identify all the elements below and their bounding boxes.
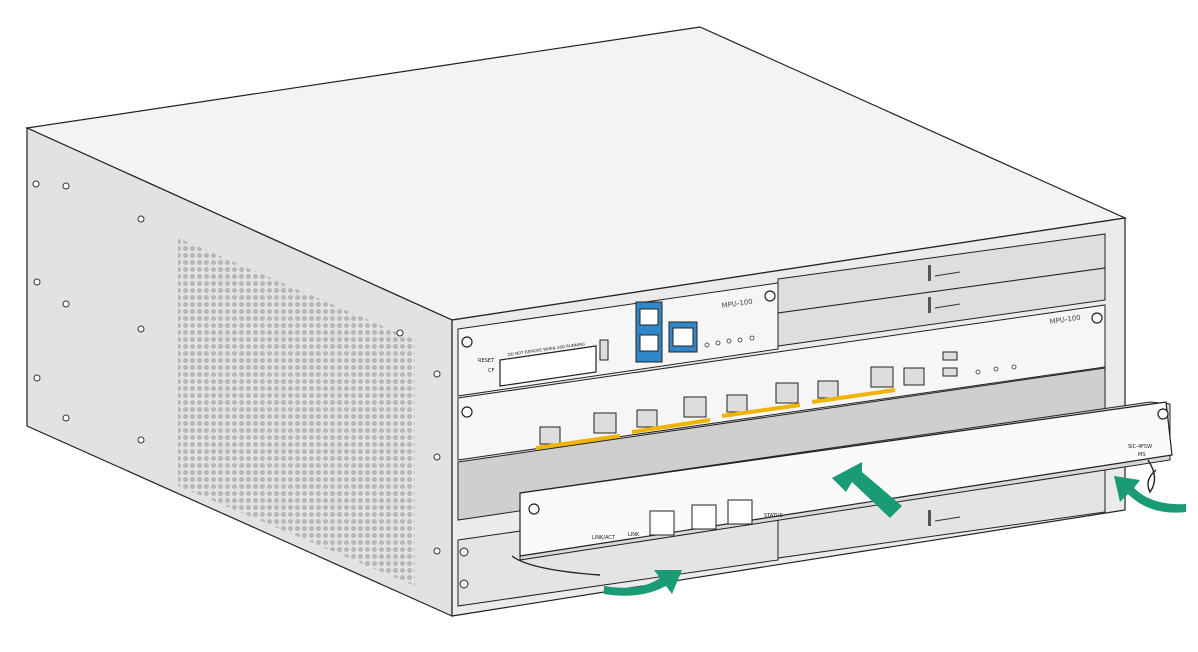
cf-label: CF bbox=[488, 368, 494, 374]
screw-icon bbox=[1157, 408, 1169, 420]
lever-rotate-arrow-icon bbox=[604, 570, 682, 596]
blank-slot-upper bbox=[777, 233, 1106, 347]
screw-icon bbox=[459, 547, 469, 557]
card-model-sub: MS bbox=[1138, 452, 1146, 458]
screw-icon bbox=[32, 180, 441, 555]
insert-arrow-icon bbox=[832, 462, 902, 518]
lever-rotate-arrow-icon bbox=[1114, 476, 1186, 513]
reset-label: RESET bbox=[478, 358, 495, 364]
card-led-link-act: LINK/ACT bbox=[592, 535, 616, 541]
screw-icon bbox=[459, 579, 469, 589]
screw-icon bbox=[1091, 312, 1103, 324]
screw-icon bbox=[528, 503, 540, 515]
screw-icon bbox=[461, 336, 473, 348]
screw-icon bbox=[461, 406, 473, 418]
mpu-module-left: RESET CF DO NOT REMOVE WHEN USB RUNNING … bbox=[457, 282, 779, 397]
card-led-link: LINK bbox=[628, 532, 640, 538]
vent-grid-icon bbox=[178, 238, 415, 586]
card-model-label: SIC-4FSW bbox=[1128, 444, 1152, 450]
screw-icon bbox=[764, 290, 776, 302]
card-status-label: STATUS bbox=[764, 513, 783, 519]
interface-module: MPU-100 bbox=[457, 304, 1106, 461]
